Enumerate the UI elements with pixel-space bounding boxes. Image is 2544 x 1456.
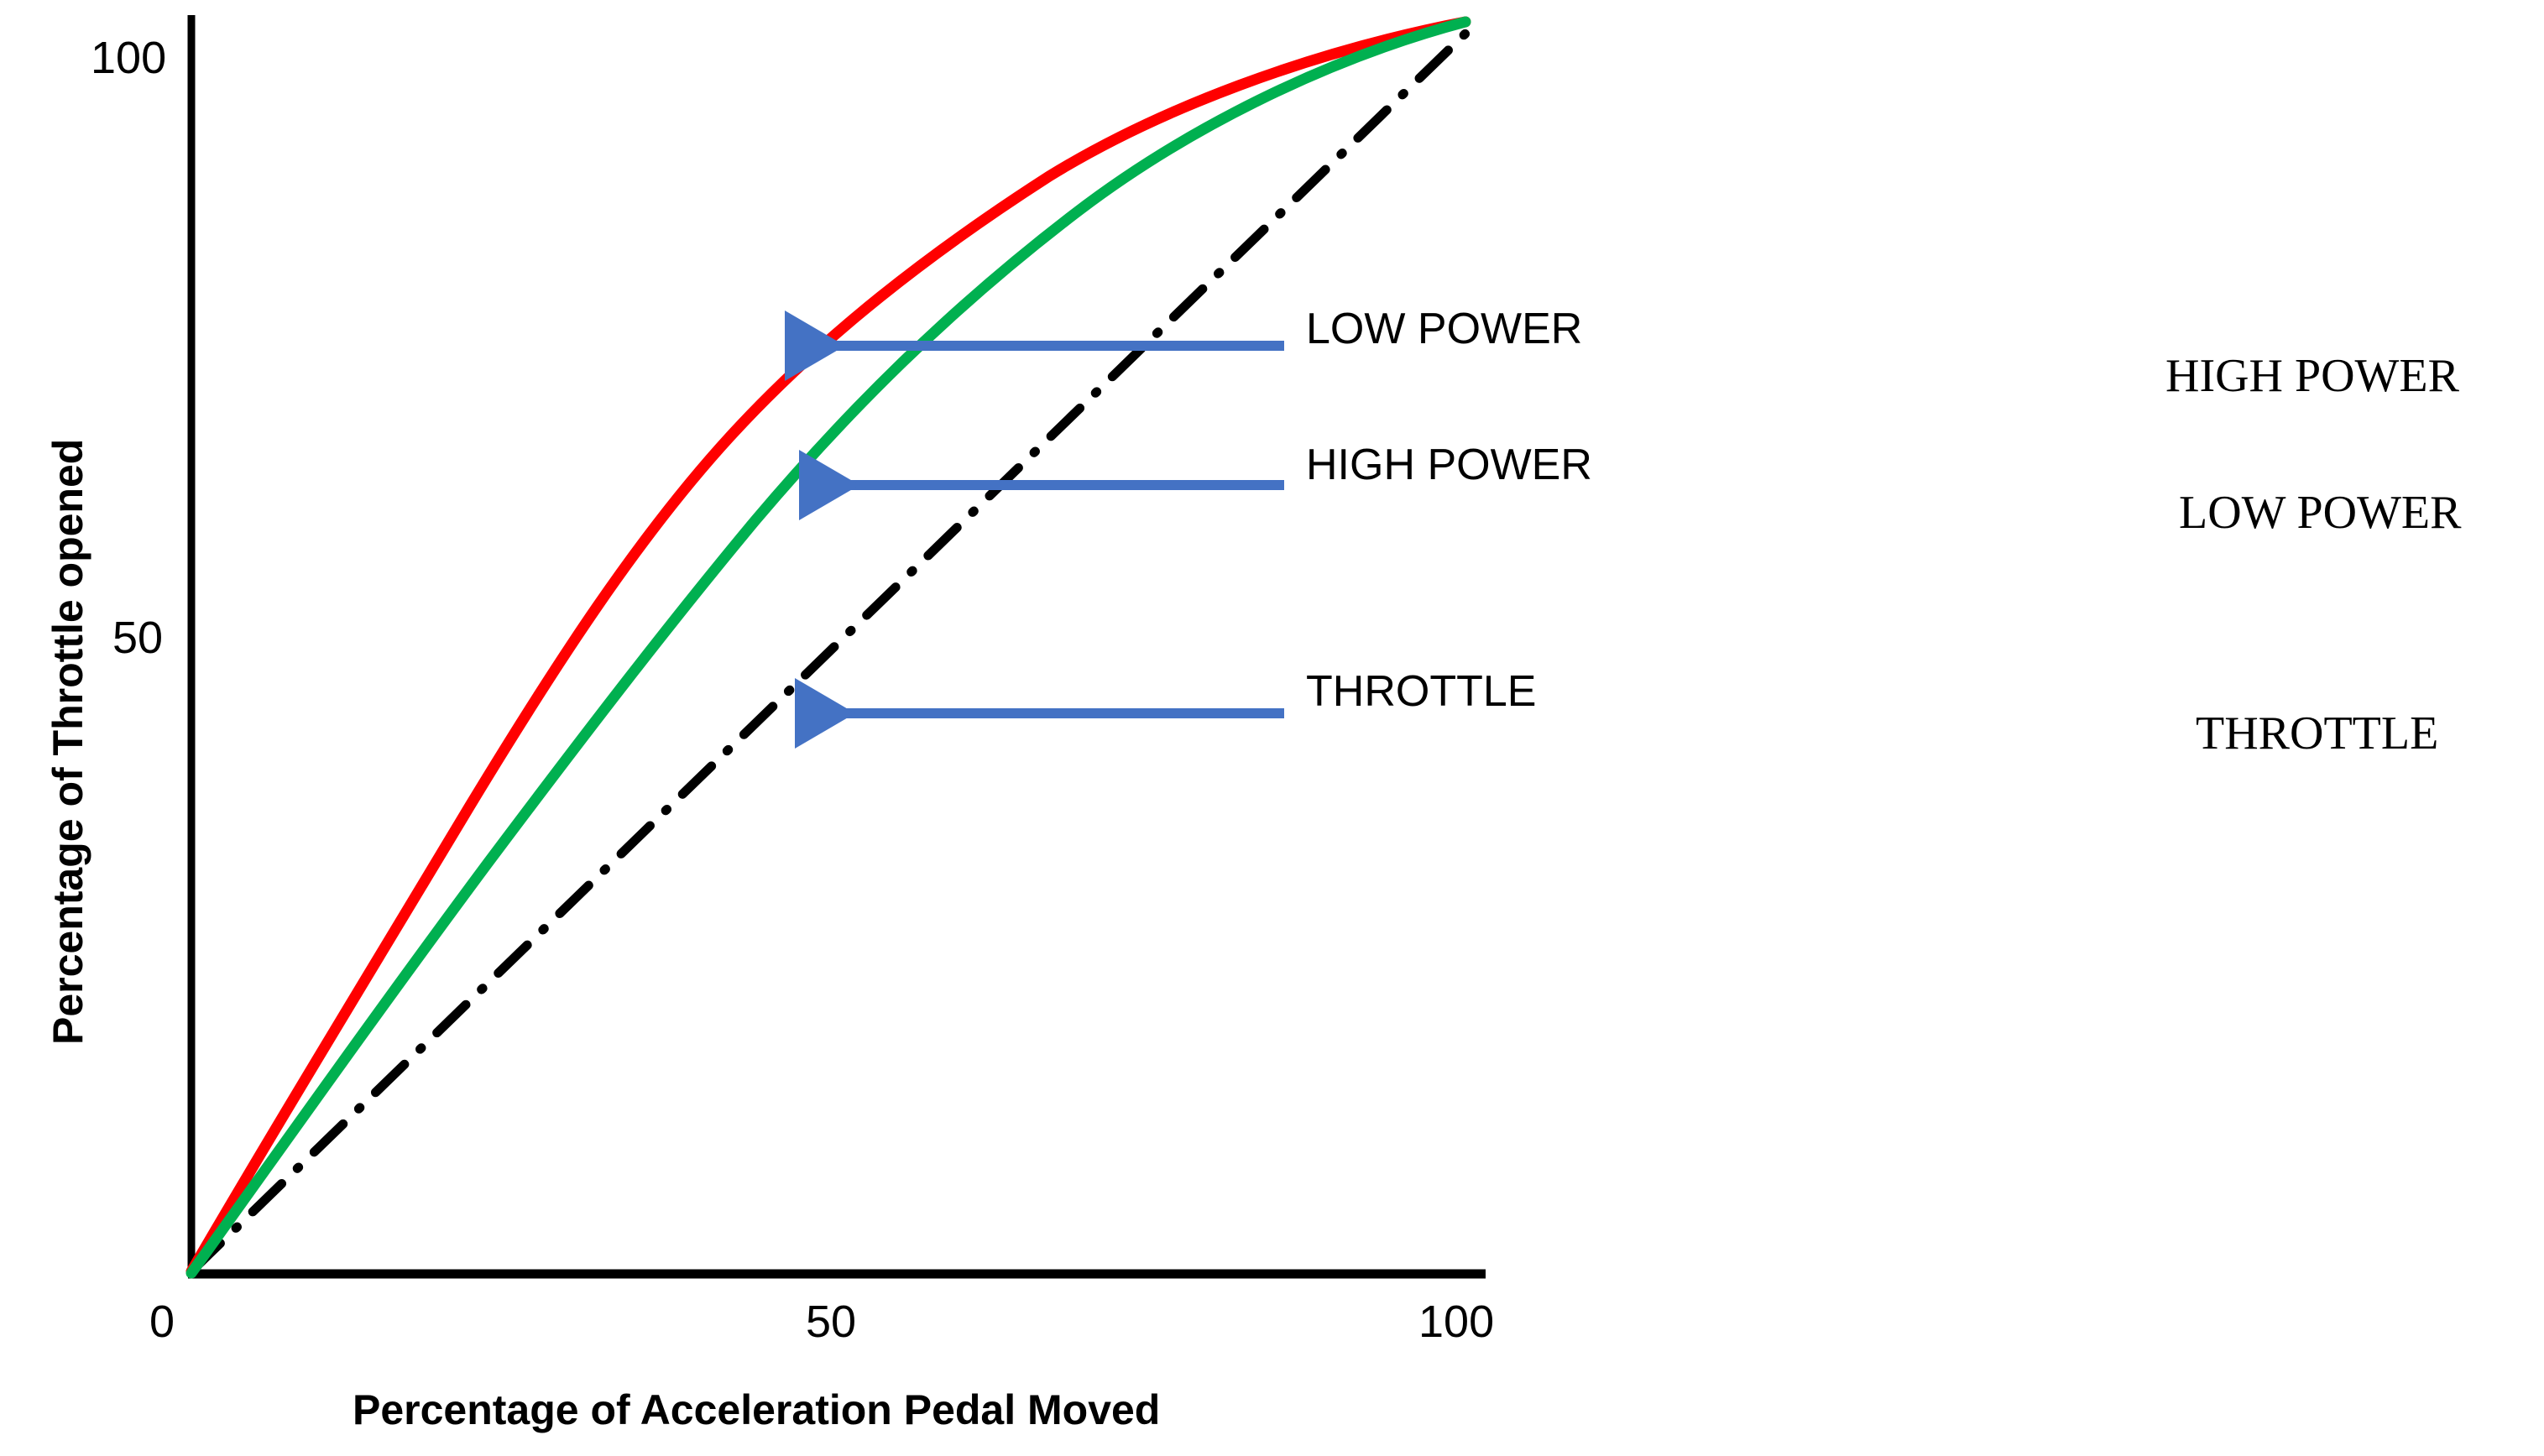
- x-axis-title: Percentage of Acceleration Pedal Moved: [353, 1386, 1161, 1433]
- legend-item-throttle: THROTTLE: [2196, 707, 2439, 759]
- x-tick-label-50: 50: [806, 1297, 857, 1347]
- y-axis-title: Percentage of Throttle opened: [44, 438, 91, 1045]
- y-tick-label-50: 50: [112, 613, 164, 663]
- callout-label-high-power: HIGH POWER: [1306, 441, 1592, 489]
- low-power-curve: [185, 16, 1471, 1277]
- x-tick-label-100: 100: [1418, 1297, 1495, 1347]
- legend-item-low-power: LOW POWER: [2179, 487, 2462, 539]
- callout-label-throttle: THROTTLE: [1306, 667, 1537, 716]
- x-tick-label-0: 0: [149, 1297, 175, 1347]
- y-tick-label-100: 100: [91, 33, 167, 83]
- callout-label-low-power: LOW POWER: [1306, 305, 1583, 353]
- legend-item-high-power: HIGH POWER: [2165, 350, 2459, 402]
- high-power-curve: [185, 16, 1471, 1279]
- throttle-reference-line: [186, 27, 1472, 1276]
